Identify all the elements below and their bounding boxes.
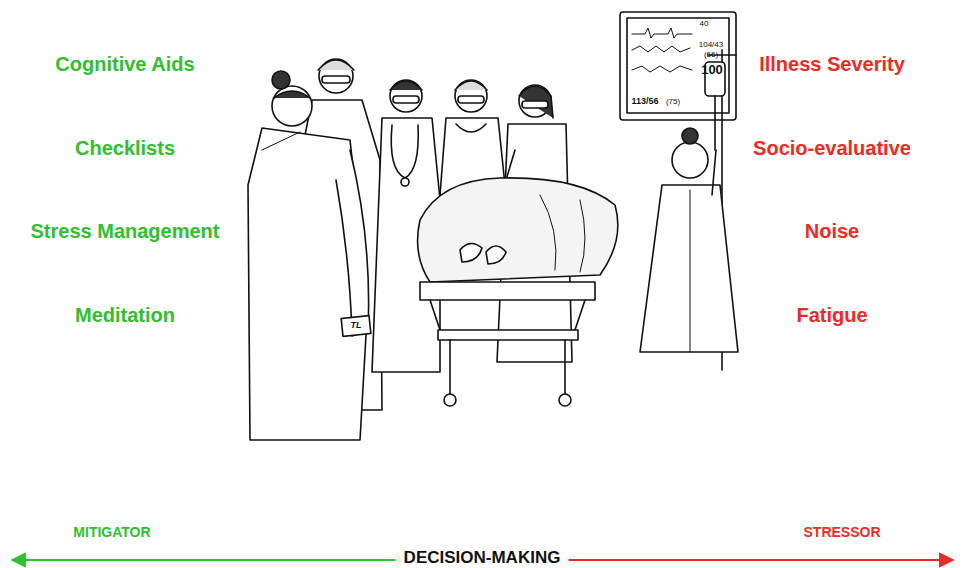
axis-end-label: STRESSOR bbox=[803, 525, 880, 540]
armband bbox=[341, 316, 371, 337]
monitor-reading: 100 bbox=[701, 63, 723, 77]
monitor-reading: 40 bbox=[700, 20, 709, 29]
mitigator-item: Cognitive Aids bbox=[55, 53, 194, 75]
monitor-reading: 113/56 bbox=[631, 97, 658, 107]
mitigator-item: Stress Management bbox=[31, 220, 220, 242]
axis-end-label: MITIGATOR bbox=[73, 525, 150, 540]
patient-sheet bbox=[418, 178, 618, 282]
stressor-item: Socio-evaluative bbox=[753, 137, 911, 159]
monitor-frame bbox=[620, 12, 736, 120]
monitor-screen bbox=[627, 18, 729, 113]
monitor-reading: (66) bbox=[704, 51, 718, 60]
mitigator-item: Meditation bbox=[75, 304, 175, 326]
axis-title: DECISION-MAKING bbox=[396, 549, 569, 568]
monitor-reading: (75) bbox=[666, 98, 680, 107]
mitigator-item: Checklists bbox=[75, 137, 175, 159]
armband-label: TL bbox=[351, 321, 362, 331]
stressor-item: Noise bbox=[805, 220, 859, 242]
bed-frame bbox=[420, 282, 595, 300]
monitor-reading: 104/43 bbox=[699, 41, 723, 50]
stressor-item: Fatigue bbox=[796, 304, 867, 326]
stressor-item: Illness Severity bbox=[759, 53, 905, 75]
